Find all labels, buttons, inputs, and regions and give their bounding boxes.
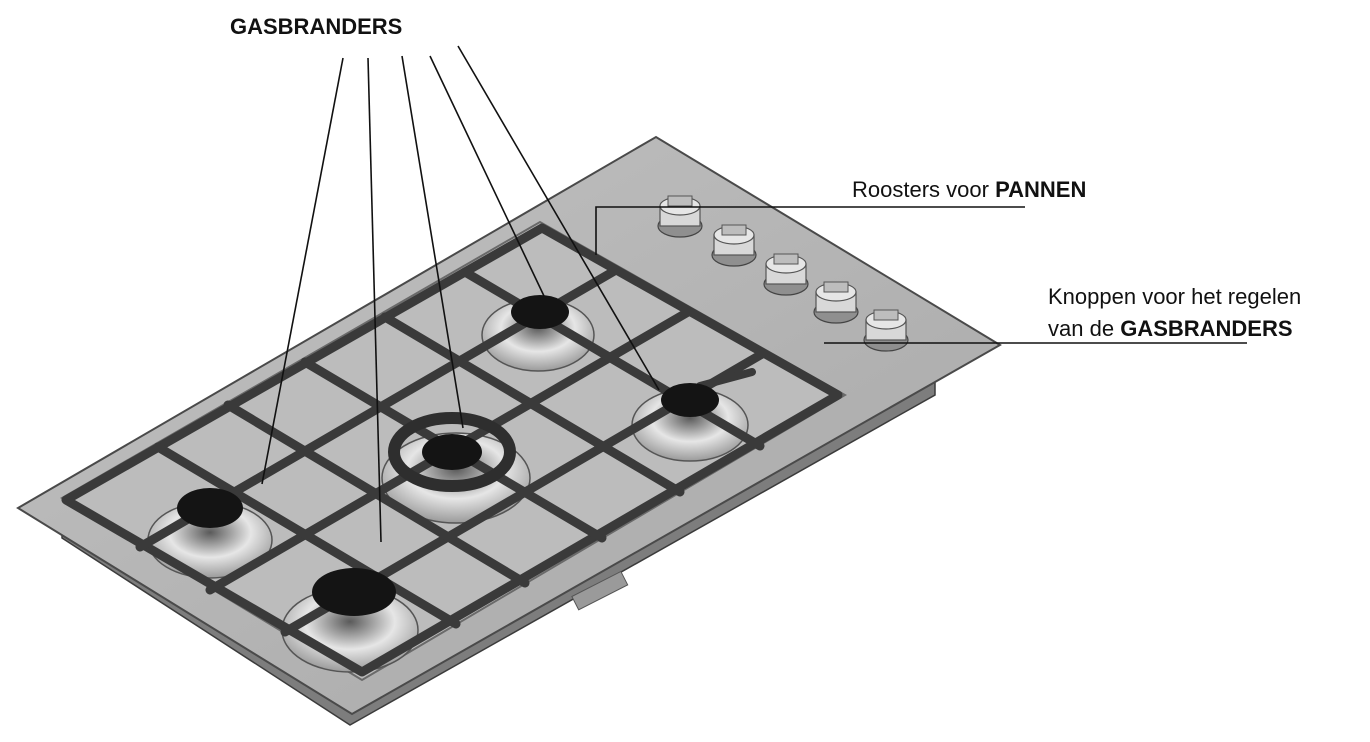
grates-label: Roosters voor PANNEN — [852, 177, 1086, 203]
grate-bar — [223, 400, 530, 588]
burner-leader-lines — [261, 45, 660, 543]
knob — [813, 281, 859, 324]
burner-cap — [661, 383, 719, 417]
wok-ring — [388, 412, 516, 492]
leader-line — [429, 55, 545, 297]
knobs-label-bold: GASBRANDERS — [1120, 316, 1293, 341]
grates-label-prefix: Roosters voor — [852, 177, 989, 202]
grate-bar — [460, 267, 765, 451]
burner-bowl — [381, 432, 531, 524]
control-knobs — [657, 195, 909, 352]
knobs-label-line1: Knoppen voor het regelen — [1048, 284, 1302, 309]
burner-cap — [511, 295, 569, 329]
burner-cap — [422, 434, 482, 470]
leader-line — [401, 55, 464, 429]
front-panel-strip — [571, 570, 629, 611]
knob — [711, 224, 757, 267]
burner-caps — [177, 295, 719, 616]
leader-line — [367, 57, 382, 543]
grate-prong — [696, 368, 756, 390]
burner-cap — [177, 488, 243, 528]
knob — [863, 309, 909, 352]
burners-label: GASBRANDERS — [230, 14, 403, 39]
knob — [657, 195, 703, 238]
grate-bar — [153, 442, 461, 629]
grates-leader-line — [595, 206, 1025, 255]
grates-label-bold: PANNEN — [995, 177, 1087, 202]
leader-line — [457, 45, 660, 391]
knobs-label-line2: van de GASBRANDERS — [1048, 316, 1293, 342]
grate-bar — [380, 312, 685, 497]
knobs-label-prefix: van de — [1048, 316, 1115, 341]
burner-cap — [312, 568, 396, 616]
leader-line — [261, 57, 344, 485]
knob — [763, 253, 809, 296]
